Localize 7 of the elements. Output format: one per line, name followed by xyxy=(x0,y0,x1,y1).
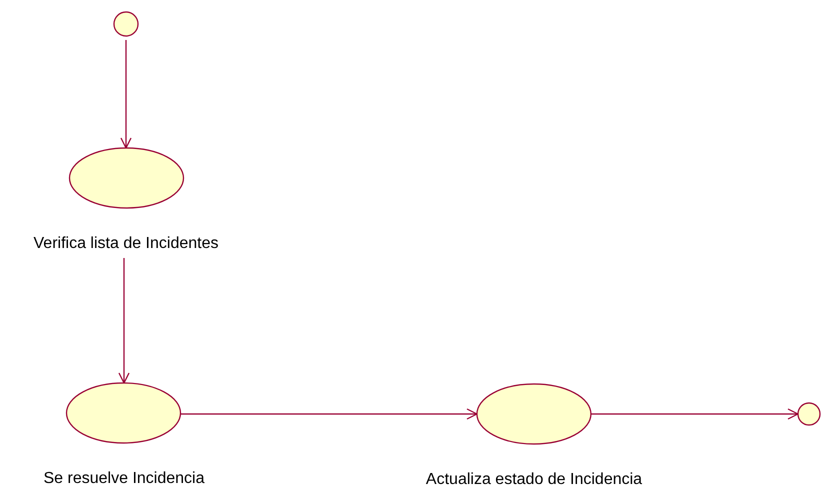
arrow xyxy=(118,258,130,384)
activity-label: Actualiza estado de Incidencia xyxy=(426,470,642,490)
arrow xyxy=(181,408,478,420)
activity-label: Verifica lista de Incidentes xyxy=(34,234,218,254)
activity-label: Se resuelve Incidencia xyxy=(44,469,204,489)
arrow xyxy=(120,40,132,149)
arrow xyxy=(591,408,799,420)
